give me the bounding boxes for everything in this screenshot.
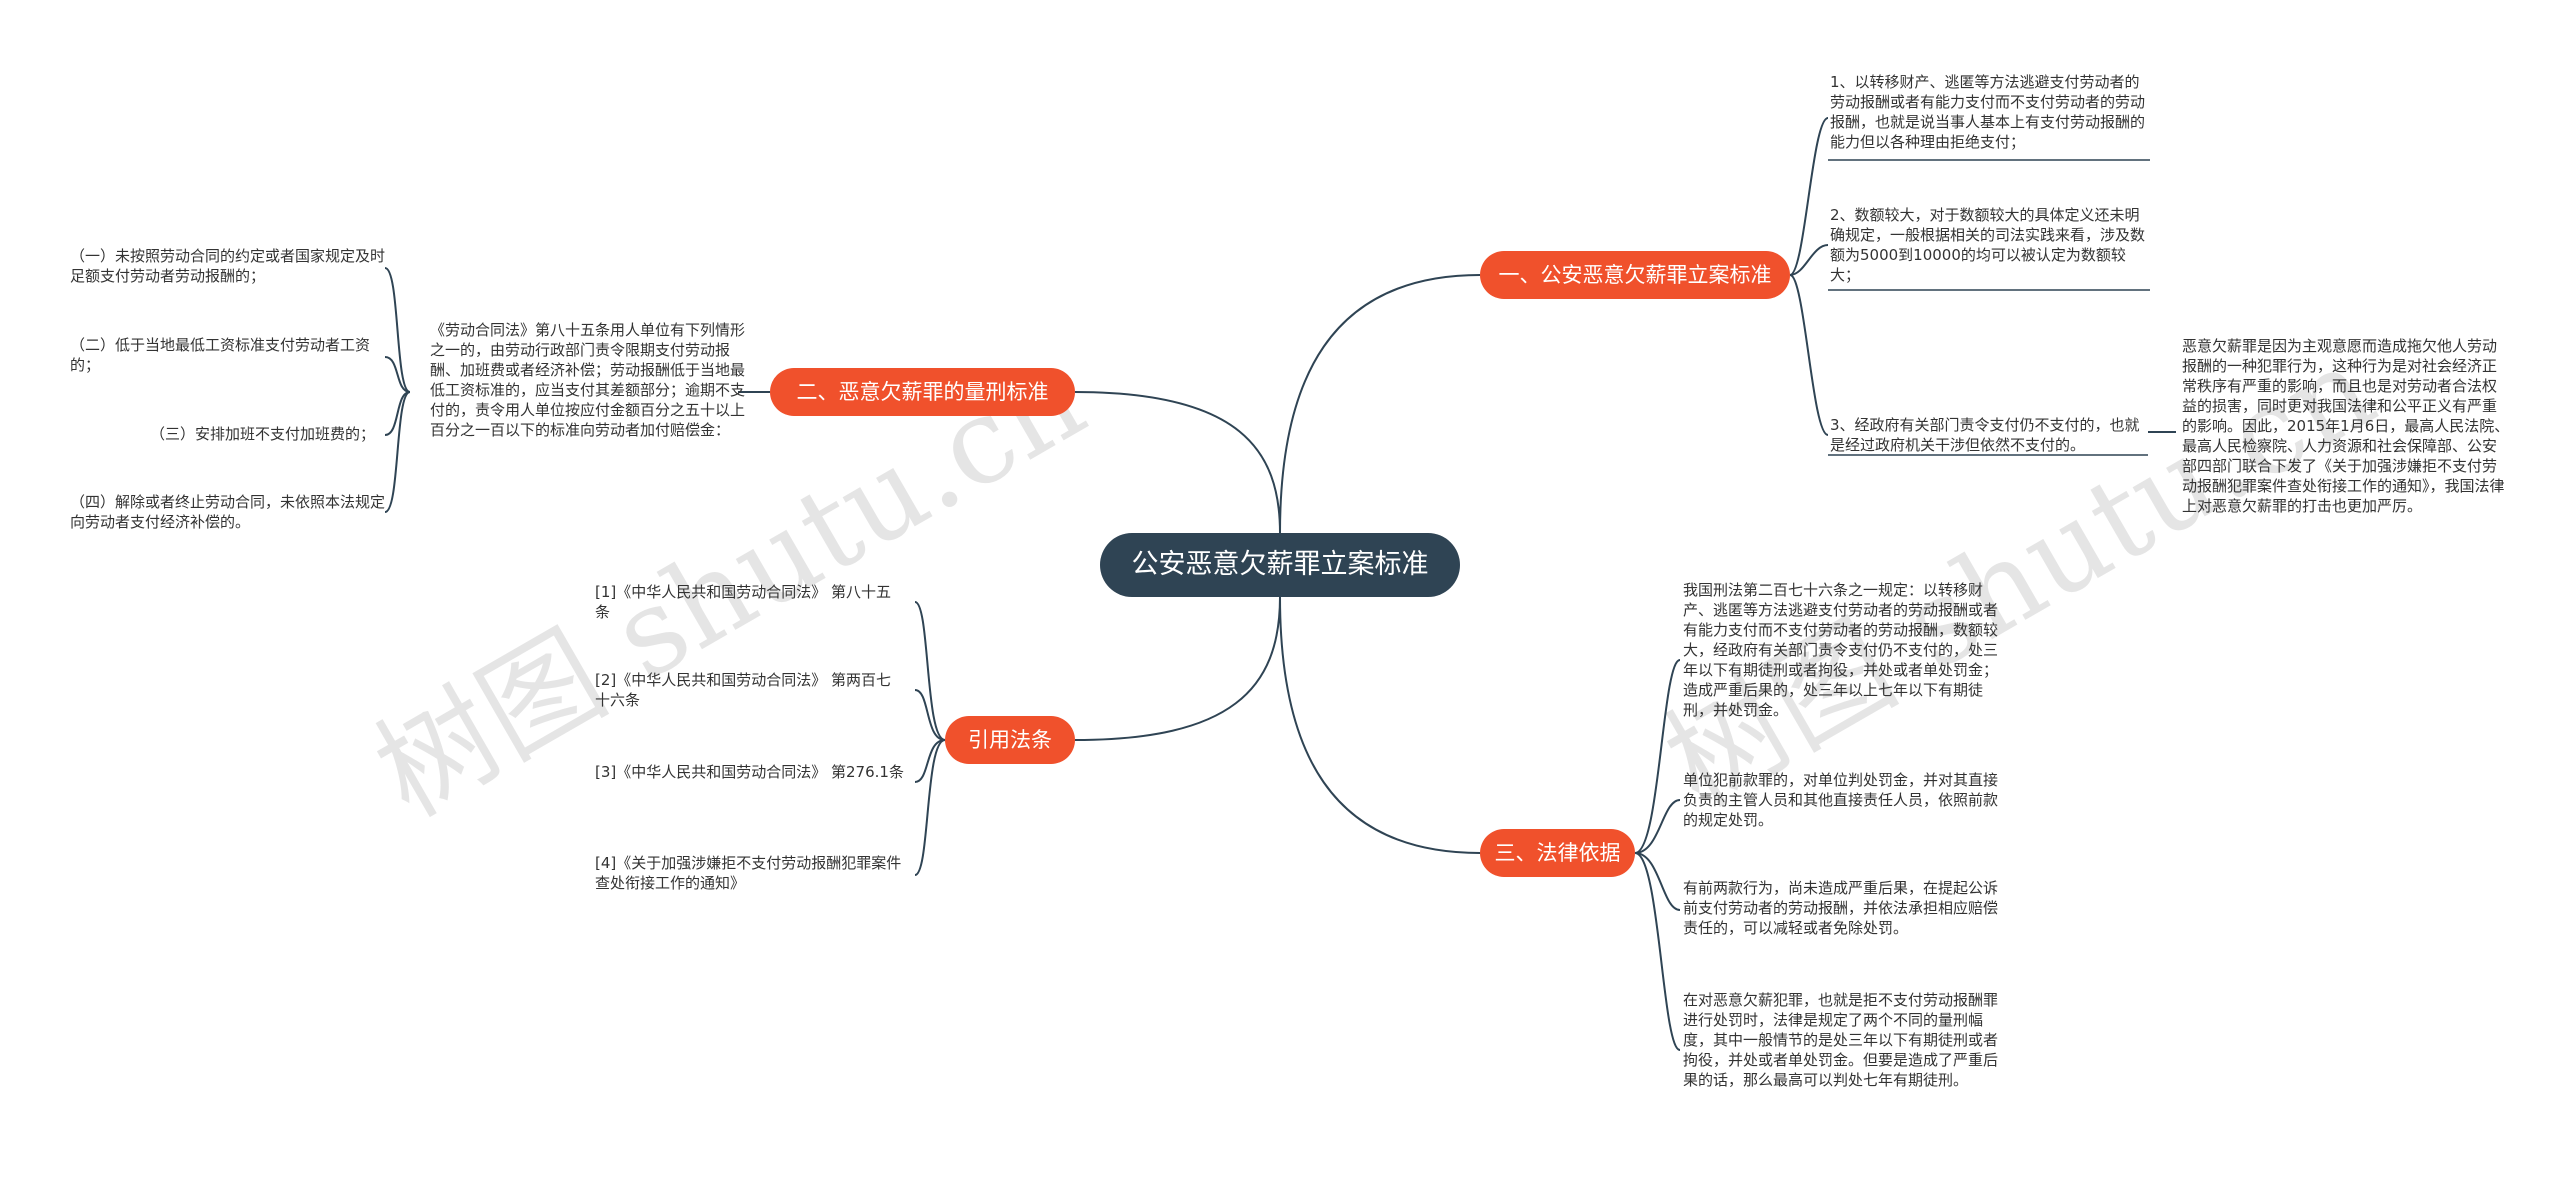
link-root-branch2 bbox=[1074, 391, 1281, 534]
link-b1-item2 bbox=[1789, 244, 1829, 276]
link-b2-item2 bbox=[384, 356, 411, 393]
root-node[interactable]: 公安恶意欠薪罪立案标准 bbox=[1100, 533, 1460, 597]
link-root-branch4 bbox=[1074, 596, 1281, 741]
branch-citations[interactable]: 引用法条 bbox=[945, 716, 1075, 764]
link-b4-item4 bbox=[914, 739, 946, 876]
branch-legal-basis[interactable]: 三、法律依据 bbox=[1480, 829, 1635, 877]
link-b3-item2 bbox=[1634, 799, 1681, 854]
branch-criteria[interactable]: 一、公安恶意欠薪罪立案标准 bbox=[1480, 251, 1790, 299]
link-b3-item4 bbox=[1634, 852, 1681, 1051]
link-b1-item3 bbox=[1789, 274, 1829, 436]
legal-basis-item-4: 在对恶意欠薪犯罪，也就是拒不支付劳动报酬罪进行处罚时，法律是规定了两个不同的量刑… bbox=[1683, 991, 1999, 1089]
legal-basis-item-2: 单位犯前款罪的，对单位判处罚金，并对其直接负责的主管人员和其他直接责任人员，依照… bbox=[1683, 771, 1999, 829]
criteria-item-3: 3、经政府有关部门责令支付仍不支付的，也就是经过政府机关干涉但依然不支付的。 bbox=[1830, 416, 2140, 454]
criteria-item-1: 1、以转移财产、逃匿等方法逃避支付劳动者的劳动报酬或者有能力支付而不支付劳动者的… bbox=[1830, 73, 2146, 151]
sentencing-item-1: （一）未按照劳动合同的约定或者国家规定及时足额支付劳动者劳动报酬的； bbox=[70, 247, 386, 285]
link-b3-item1 bbox=[1634, 659, 1681, 854]
sentencing-item-4: （四）解除或者终止劳动合同，未依照本法规定向劳动者支付经济补偿的。 bbox=[70, 493, 386, 531]
legal-basis-item-3: 有前两款行为，尚未造成严重后果，在提起公诉前支付劳动者的劳动报酬，并依法承担相应… bbox=[1683, 879, 1999, 937]
criteria-item-3-detail: 恶意欠薪罪是因为主观意愿而造成拖欠他人劳动报酬的一种犯罪行为，这种行为是对社会经… bbox=[2182, 337, 2510, 515]
citation-item-3: [3]《中华人民共和国劳动合同法》 第276.1条 bbox=[595, 763, 904, 781]
sentencing-item-3: （三）安排加班不支付加班费的； bbox=[150, 425, 376, 443]
link-b4-item2 bbox=[914, 689, 946, 741]
link-root-branch1 bbox=[1279, 274, 1481, 534]
link-b2-item4 bbox=[384, 391, 411, 513]
legal-basis-item-1: 我国刑法第二百七十六条之一规定：以转移财产、逃匿等方法逃避支付劳动者的劳动报酬或… bbox=[1683, 581, 1999, 719]
sentencing-item-2: （二）低于当地最低工资标准支付劳动者工资的； bbox=[70, 336, 371, 374]
link-b1-item1 bbox=[1789, 117, 1829, 276]
citation-item-1: [1]《中华人民共和国劳动合同法》 第八十五条 bbox=[595, 583, 892, 621]
branch-sentencing[interactable]: 二、恶意欠薪罪的量刑标准 bbox=[770, 368, 1075, 416]
link-b4-item1 bbox=[914, 601, 946, 741]
link-b4-item3 bbox=[914, 739, 946, 783]
citation-item-4: [4]《关于加强涉嫌拒不支付劳动报酬犯罪案件查处衔接工作的通知》 bbox=[595, 854, 902, 892]
link-root-branch3 bbox=[1279, 596, 1481, 854]
citation-item-2: [2]《中华人民共和国劳动合同法》 第两百七十六条 bbox=[595, 671, 892, 709]
link-b3-item3 bbox=[1634, 852, 1681, 911]
criteria-item-2: 2、数额较大，对于数额较大的具体定义还未明确规定，一般根据相关的司法实践来看，涉… bbox=[1830, 206, 2146, 284]
link-b2-item1 bbox=[384, 267, 411, 393]
sentencing-law-text: 《劳动合同法》第八十五条用人单位有下列情形之一的，由劳动行政部门责令限期支付劳动… bbox=[430, 321, 746, 439]
